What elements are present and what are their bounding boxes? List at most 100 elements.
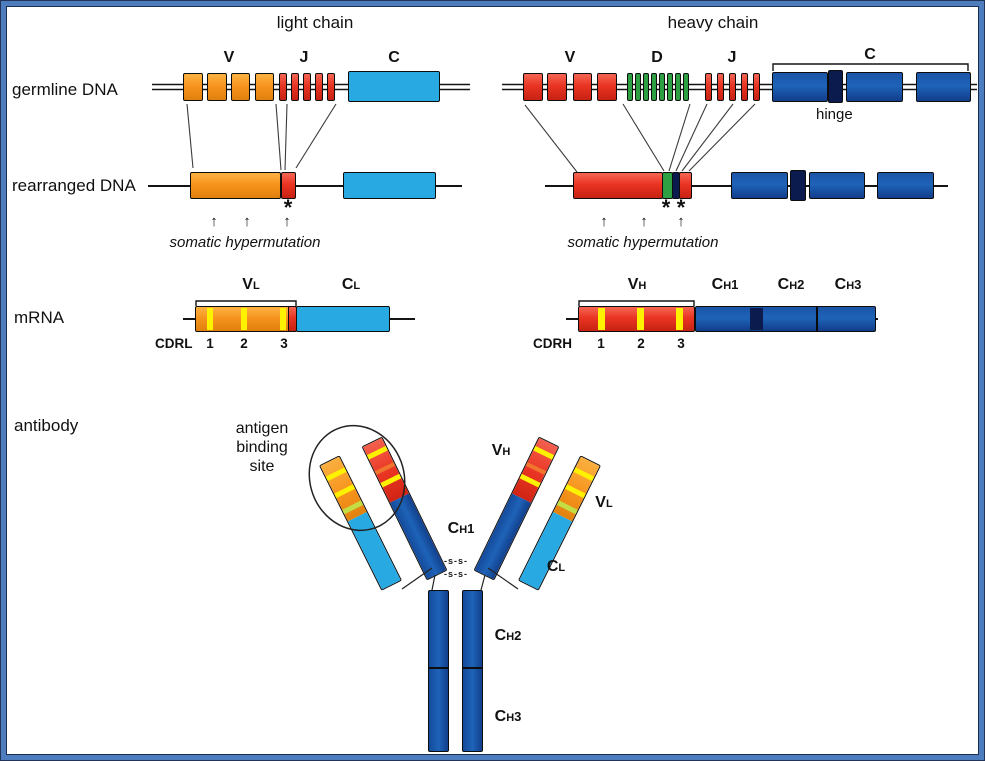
cdr-stripe [556,500,578,515]
light-j-segment [279,73,287,101]
light-j-segment [303,73,311,101]
heavy-v-segment [597,73,617,101]
light-v-segment [231,73,250,101]
cdr-stripe [366,445,388,460]
cdr-h1-stripe [598,308,605,330]
light-j-segment [291,73,299,101]
vl-mrna-label: VL [242,276,260,293]
disulfide-bond-label: -s-s- [443,569,468,579]
cdr-stripe [342,500,364,515]
heavy-j-segment [705,73,712,101]
light-j-segment [315,73,323,101]
heavy-v-segment [573,73,592,101]
heavy-j-label: J [727,49,737,66]
junction-asterisk: * [676,195,686,220]
heavy-rearranged-j [679,172,692,199]
light-rearranged-j [281,172,296,199]
heavy-c-exon [772,72,828,102]
row-label-mrna: mRNA [14,308,65,327]
antibody-ch1-label: CH1 [447,520,475,537]
cdr-stripe [525,462,547,475]
ch2-ch3-boundary [463,667,482,669]
cdr-l3-stripe [280,308,286,330]
heavy-d-segment [643,73,649,101]
heavy-c-exon [916,72,971,102]
heavy-c-exon [846,72,903,102]
light-j-label: J [299,49,309,66]
cdr-stripe [519,473,541,488]
antibody-left-stem [428,590,449,752]
arrow-up-icon: ↑ [283,213,291,230]
arrow-up-icon: ↑ [210,213,218,230]
heavy-v-segment [523,73,543,101]
row-label-rearranged-dna: rearranged DNA [12,176,136,195]
cdr-stripe [325,467,347,482]
heavy-rearranged-c-exon [877,172,934,199]
heavy-v-segment [547,73,567,101]
antibody-ch3-label: CH3 [494,708,522,725]
ch2-mrna-label: CH2 [777,276,805,293]
heavy-chain-title: heavy chain [667,13,759,32]
light-c-label: C [388,49,400,66]
antigen-binding-site-label: antigen binding site [235,420,289,475]
light-chain-title: light chain [276,13,354,32]
heavy-d-segment [651,73,657,101]
heavy-mrna-v-region [578,306,695,332]
light-j-segment [327,73,335,101]
light-v-label: V [223,49,235,66]
cdr-l2-stripe [241,308,247,330]
heavy-c-label: C [864,46,876,63]
heavy-rearranged-hinge [790,170,806,201]
light-c-segment [348,71,440,102]
cdrl-label: CDRL [155,336,193,351]
heavy-c-region-bracket [772,63,969,71]
heavy-j-segment [753,73,760,101]
heavy-mrna-hinge [750,308,763,330]
heavy-mrna-c-region [695,306,876,332]
vh-mrna-label: VH [627,276,647,293]
ch3-mrna-label: CH3 [834,276,862,293]
cdr-l1-stripe [207,308,213,330]
antibody-cl-label: CL [546,558,566,575]
heavy-j-segment [741,73,748,101]
light-v-segment [255,73,274,101]
cdr-stripe [564,484,586,499]
row-label-antibody: antibody [14,416,79,435]
hinge-exon [828,70,843,103]
antibody-vl-label: VL [595,494,613,511]
antibody-ch2-label: CH2 [494,627,522,644]
light-v-segment [183,73,203,101]
cdr-stripe [573,467,595,482]
heavy-d-segment [627,73,633,101]
heavy-j-segment [717,73,724,101]
heavy-rearranged-c-exon [731,172,788,199]
light-v-segment [207,73,227,101]
recombination-connector-lines [186,103,756,173]
row-label-germline-dna: germline DNA [12,80,118,99]
span-brackets [195,63,969,306]
cdr-h2-stripe [637,308,644,330]
cdr-h3-stripe [676,308,683,330]
hinge-label: hinge [816,106,853,123]
ch2-ch3-boundary [429,667,448,669]
cl-mrna-label: CL [341,276,361,293]
light-rearranged-v [190,172,281,199]
cdr-stripe [374,462,396,475]
cdrh-2: 2 [637,336,645,351]
cdrh-3: 3 [677,336,685,351]
arrow-up-icon: ↑ [600,213,608,230]
light-rearranged-c [343,172,436,199]
cdr-stripe [334,484,356,499]
junction-asterisk: * [661,195,671,220]
cdrl-1: 1 [206,336,214,351]
heavy-d-segment [667,73,673,101]
heavy-d-label: D [651,49,663,66]
cdr-stripe [380,473,402,488]
antibody-vh-label: VH [491,442,511,459]
heavy-v-label: V [564,49,576,66]
heavy-d-segment [635,73,641,101]
cdr-stripe [533,445,555,460]
antibody-right-stem [462,590,483,752]
vh-bracket [578,300,695,306]
